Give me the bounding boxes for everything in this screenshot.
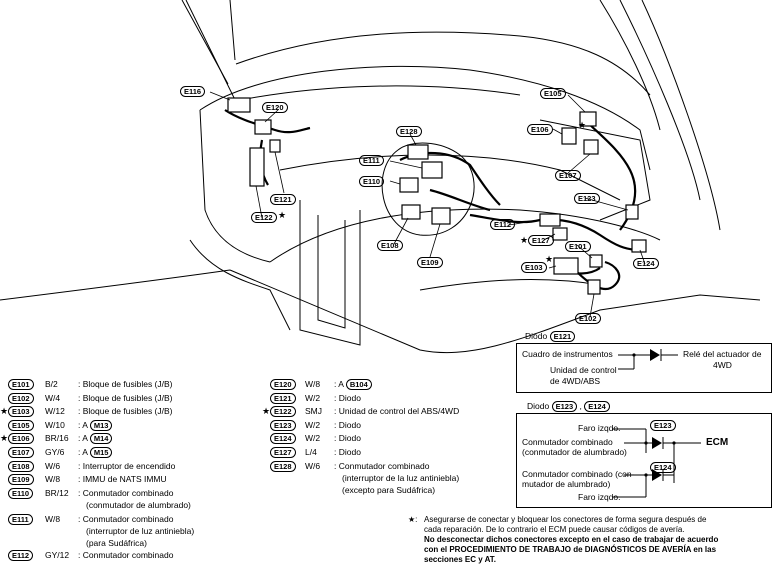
block-e102	[587, 279, 601, 295]
label-e122: E122	[251, 212, 277, 223]
diode-e121-left-bottom-1: Unidad de control	[550, 365, 617, 375]
roof-line	[235, 31, 651, 96]
diode-e123-e124-box	[516, 413, 772, 508]
block-e101	[589, 254, 603, 268]
label-e109: E109	[417, 257, 443, 268]
block-e112	[539, 213, 561, 227]
legend-row-cont: (excepto para Sudáfrica)	[342, 485, 436, 495]
harness-to-steering	[429, 188, 491, 212]
legend-row-cont: (para Sudáfrica)	[86, 538, 147, 548]
lower-dash-right	[419, 279, 601, 291]
label-e127: E127	[528, 235, 554, 246]
star-e106: ★	[578, 121, 586, 131]
block-e109	[431, 207, 451, 225]
diode-e121-right-2: 4WD	[713, 360, 732, 370]
block-e128	[407, 144, 429, 160]
block-e107	[583, 139, 599, 155]
block-e108	[401, 204, 421, 220]
left-lower	[189, 239, 291, 331]
label-e106: E106	[527, 124, 553, 135]
label-e128: E128	[396, 126, 422, 137]
ecm-label: ECM	[706, 437, 729, 448]
floor-line	[0, 269, 761, 354]
a-pillar-right-3	[641, 0, 721, 231]
label-e116: E116	[180, 86, 206, 97]
label-e112: E112	[490, 219, 516, 230]
label-e111: E111	[359, 155, 384, 166]
left-pillar	[185, 0, 241, 111]
block-e105	[579, 111, 597, 127]
label-e121: E121	[270, 194, 296, 205]
label-e110: E110	[359, 176, 385, 187]
conm2-line2: mutador de alumbrado)	[522, 479, 611, 489]
dash-back	[239, 85, 521, 101]
diode-e123-title: Diodo E123 , E124	[527, 401, 610, 412]
label-e101: E101	[565, 241, 591, 252]
block-e116	[227, 97, 251, 113]
conm2-line1: Conmutador combinado (con-	[522, 469, 635, 479]
diode-e121-right-1: Relé del actuador de	[683, 349, 762, 359]
faro-izqdo-1: Faro izqdo.	[578, 423, 621, 433]
center-console	[299, 200, 361, 346]
note-line1: Asegurarse de conectar y bloquear los co…	[424, 515, 707, 524]
note-bold2: con el PROCEDIMIENTO DE TRABAJO de DIAGN…	[424, 545, 717, 554]
diode-e121-box	[516, 343, 772, 393]
block-e121	[269, 139, 281, 153]
a-pillar-right-2	[599, 0, 661, 131]
note-bold1: No desconectar dichos conectores excepto…	[424, 535, 719, 544]
label-e108: E108	[377, 240, 403, 251]
glovebox-right	[539, 119, 651, 221]
a-pillar-right	[619, 0, 701, 201]
legend-row-cont: (interruptor de luz antiniebla)	[86, 526, 195, 536]
label-e102: E102	[575, 313, 601, 324]
block-e106	[561, 127, 577, 145]
conm1-line1: Conmutador combinado	[522, 437, 613, 447]
label-e123: E123	[574, 193, 600, 204]
diode-symbol	[650, 349, 660, 361]
diode-e121-title: Diodo E121	[525, 331, 576, 342]
block-e122	[249, 147, 265, 187]
label-e103: E103	[521, 262, 547, 273]
diode-e123-code: E123	[650, 420, 676, 431]
diode-e121-left-top: Cuadro de instrumentos	[522, 349, 613, 359]
faro-izqdo-2: Faro izqdo.	[578, 492, 621, 502]
label-e124: E124	[633, 258, 659, 269]
dash-lower	[199, 109, 271, 263]
block-e127	[552, 227, 568, 241]
dash-top	[199, 65, 651, 171]
legend-row-cont: (conmutador de alumbrado)	[86, 500, 191, 510]
diode-e124-code: E124	[650, 462, 676, 473]
star-e122: ★	[278, 211, 286, 221]
label-e120: E120	[262, 102, 288, 113]
note-star: ★:	[408, 515, 418, 524]
dash-face	[269, 208, 661, 263]
legend-row-cont: (interruptor de la luz antiniebla)	[342, 473, 460, 483]
block-e123	[625, 204, 639, 220]
harness-main	[469, 213, 641, 252]
steering-column	[381, 142, 475, 236]
diode-e121-left-bottom-2: de 4WD/ABS	[550, 376, 601, 386]
block-e103	[553, 257, 579, 275]
label-e105: E105	[540, 88, 566, 99]
block-e124	[631, 239, 647, 253]
block-e110	[399, 177, 419, 193]
center-console-inner	[317, 215, 346, 329]
star-e127: ★	[520, 236, 528, 246]
dash-bottom	[279, 154, 621, 201]
note-line2: cada reparación. De lo contrario el ECM …	[424, 525, 685, 534]
label-e107: E107	[555, 170, 581, 181]
block-e111	[421, 161, 443, 179]
star-e103: ★	[545, 255, 553, 265]
block-e120	[254, 119, 272, 135]
note-bold3: secciones EC y AT.	[424, 555, 497, 564]
conm1-line2: (conmutador de alumbrado)	[522, 447, 627, 457]
harness-left	[224, 109, 311, 134]
